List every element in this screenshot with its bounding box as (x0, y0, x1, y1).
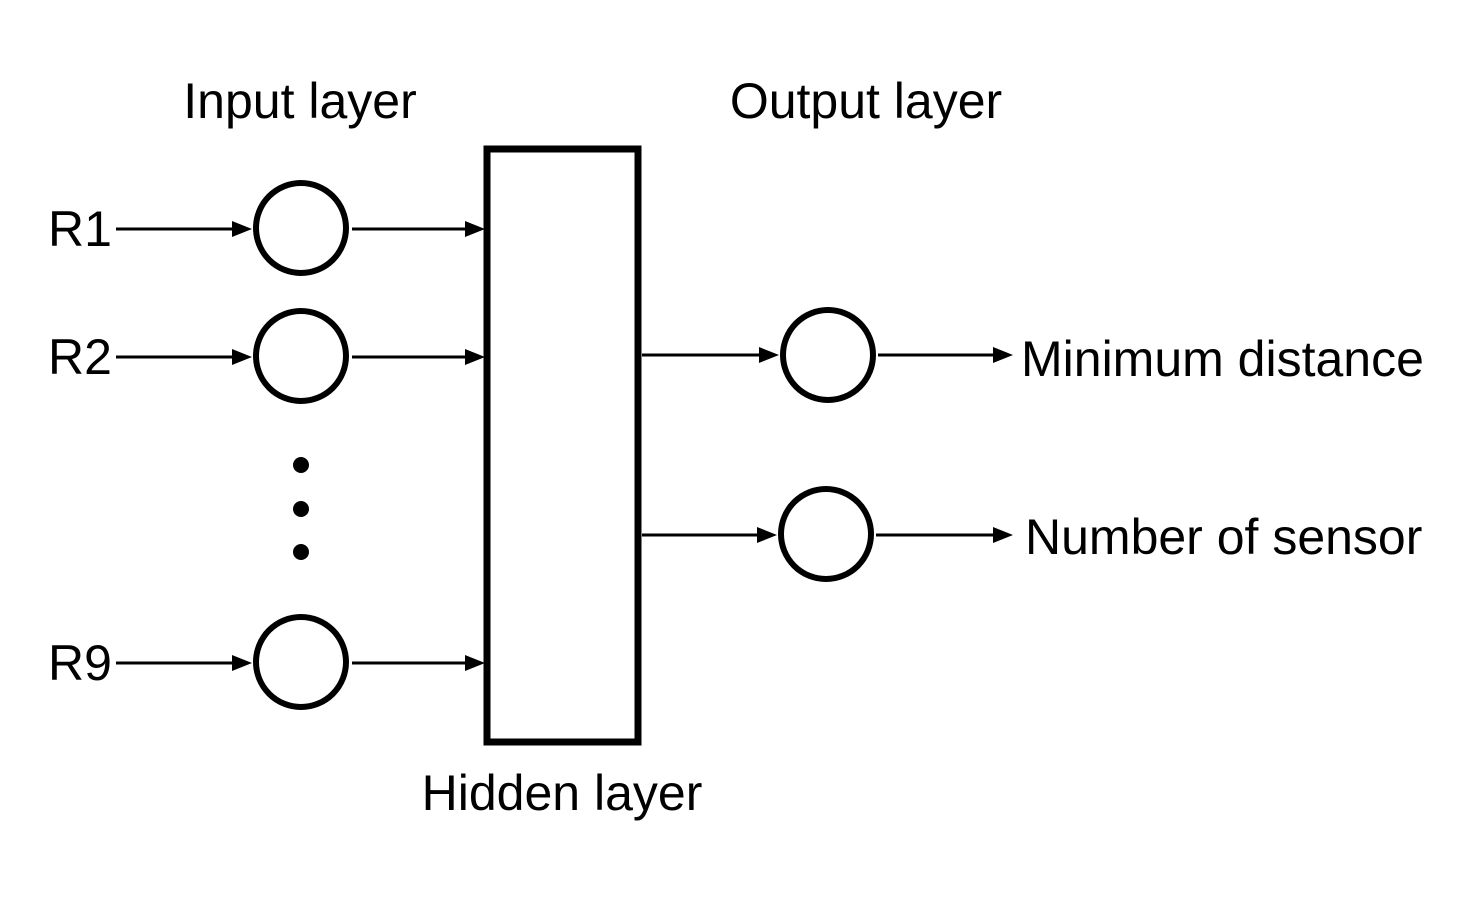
hidden-layer-box (483, 145, 642, 746)
arrowhead (232, 349, 252, 365)
arrowhead (993, 527, 1013, 543)
input-label-r1: R1 (48, 201, 112, 257)
output-row-minimum-distance: Minimum distance (642, 307, 1424, 403)
arrowhead (465, 221, 485, 237)
arrowhead (759, 347, 779, 363)
output-row-number-of-sensor: Number of sensor (642, 486, 1422, 582)
arrowhead (232, 655, 252, 671)
input-row-r1: R1 (48, 180, 485, 276)
arrowhead (465, 655, 485, 671)
input-label-r9: R9 (48, 635, 112, 691)
output-label-minimum-distance: Minimum distance (1021, 331, 1424, 387)
arrowhead (232, 221, 252, 237)
output-node (780, 307, 876, 403)
ellipsis-dot (293, 501, 309, 517)
input-label-r2: R2 (48, 329, 112, 385)
input-node (253, 180, 349, 276)
input-layer-title: Input layer (183, 73, 416, 129)
ellipsis-dot (293, 457, 309, 473)
output-label-number-of-sensor: Number of sensor (1025, 509, 1422, 565)
output-layer-title: Output layer (730, 73, 1002, 129)
ellipsis-dot (293, 544, 309, 560)
arrowhead (757, 527, 777, 543)
arrowhead (465, 349, 485, 365)
input-row-r2: R2 (48, 308, 485, 404)
input-node (253, 614, 349, 710)
hidden-layer-title: Hidden layer (422, 765, 703, 821)
input-row-r9: R9 (48, 614, 485, 710)
input-node (253, 308, 349, 404)
output-node (778, 486, 874, 582)
ellipsis-dots (293, 457, 309, 560)
arrowhead (993, 347, 1013, 363)
